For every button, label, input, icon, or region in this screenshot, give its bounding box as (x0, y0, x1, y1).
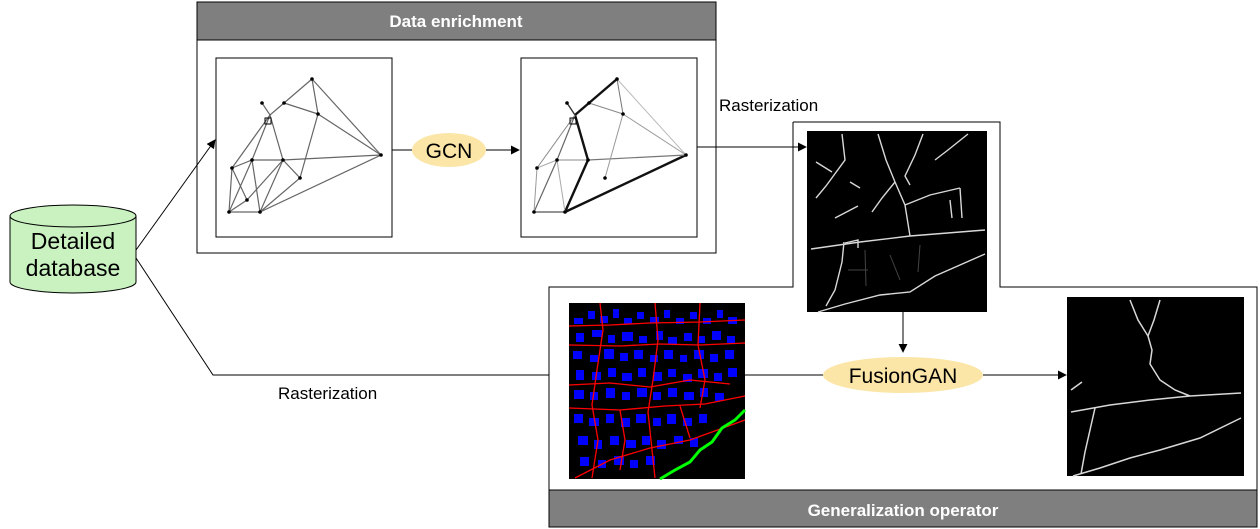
rasterization-bottom-label: Rasterization (278, 384, 377, 403)
database-label-line2: database (26, 255, 121, 281)
fusiongan-operator: FusionGAN (823, 357, 983, 393)
generalized-output-image (1067, 297, 1244, 477)
rasterization-top-label: Rasterization (719, 96, 818, 115)
detailed-database: Detailed database (9, 204, 137, 294)
rasterized-roads-image (807, 131, 987, 313)
fusiongan-label: FusionGAN (849, 365, 958, 388)
enriched-graph-image (520, 57, 698, 238)
data-enrichment-header (196, 1, 717, 41)
detailed-map-raster-image (568, 302, 747, 481)
data-enrichment-title: Data enrichment (389, 12, 523, 31)
generalization-header (548, 489, 1258, 528)
generalization-title: Generalization operator (808, 501, 999, 520)
gcn-operator: GCN (392, 133, 520, 167)
input-graph-image (215, 57, 393, 238)
database-label-line1: Detailed (31, 228, 115, 254)
gcn-label: GCN (426, 140, 473, 163)
database-to-raster-connector (135, 257, 569, 376)
database-to-graph-arrow (135, 139, 216, 251)
